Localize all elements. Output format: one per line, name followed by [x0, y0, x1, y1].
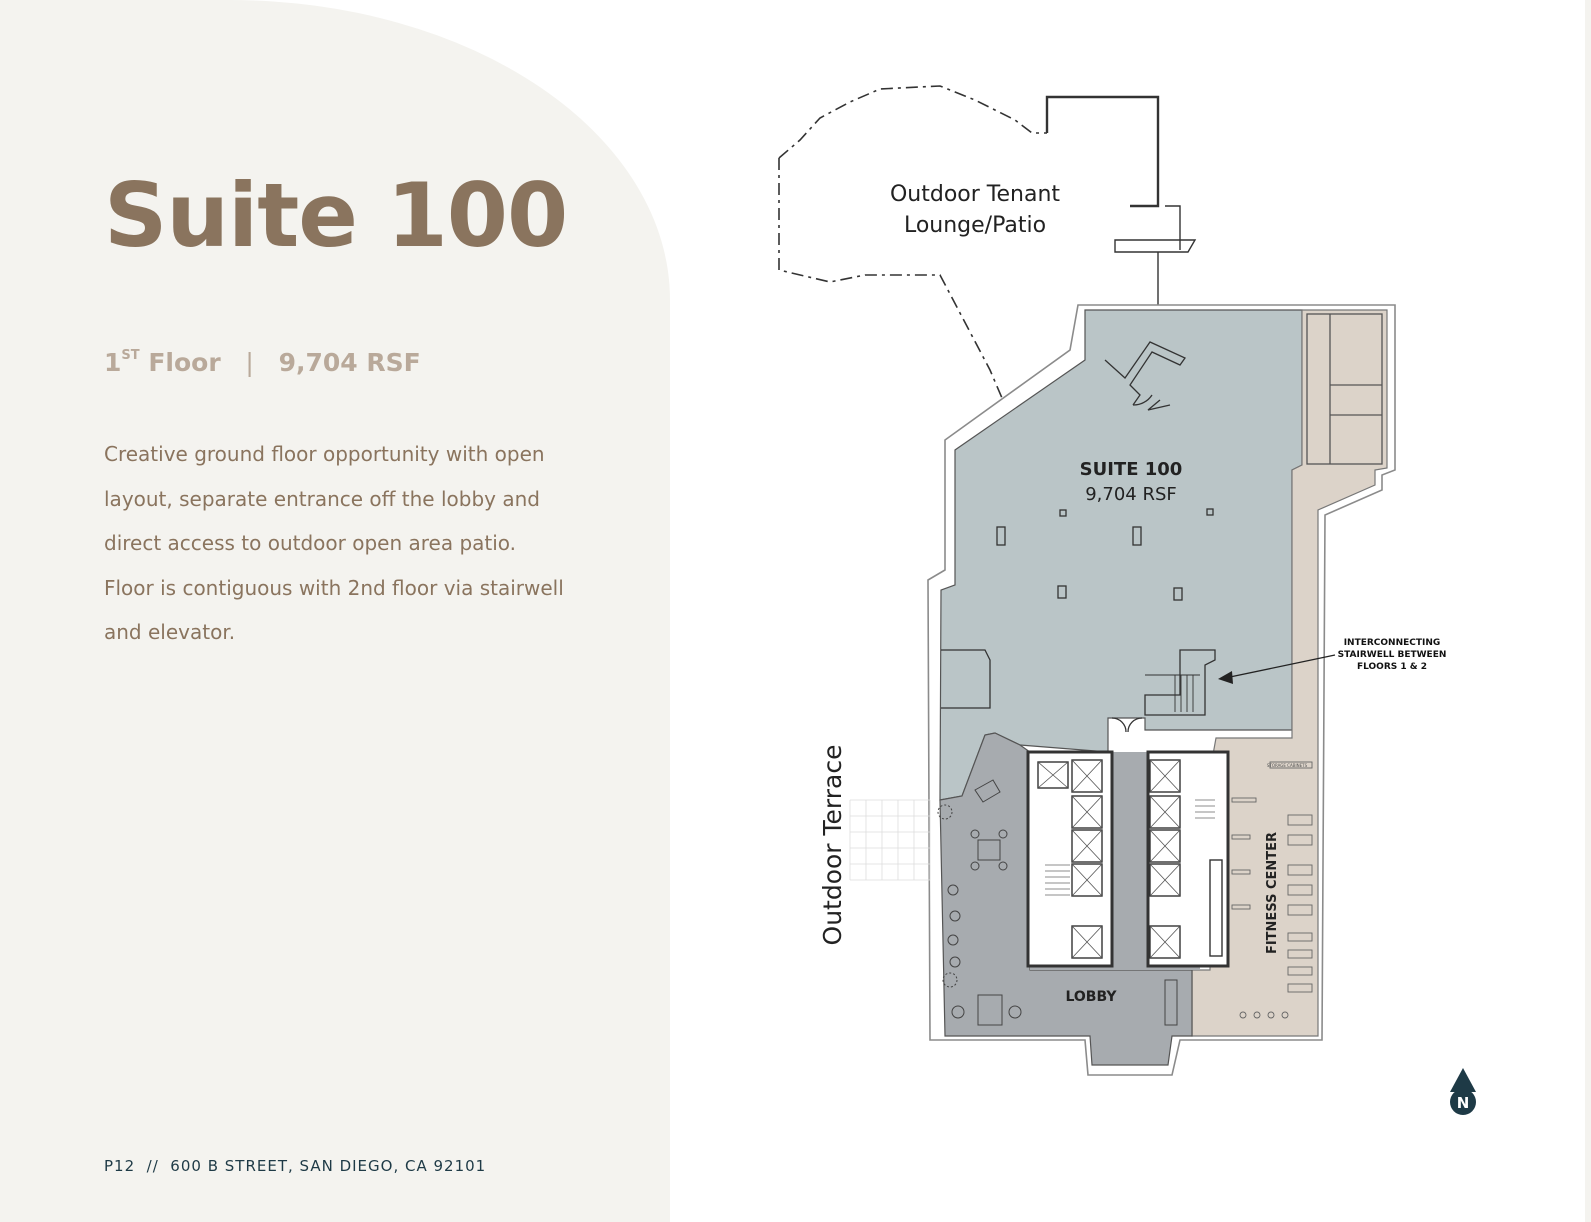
suite-area-label: 9,704 RSF	[1085, 484, 1177, 505]
north-compass-icon: N	[1450, 1068, 1476, 1115]
stair-note-line2: STAIRWELL BETWEEN	[1338, 650, 1447, 660]
patio-label-line2: Lounge/Patio	[904, 213, 1046, 238]
floor-info: 1ST Floor | 9,704 RSF	[104, 348, 421, 377]
patio-outline	[778, 85, 1197, 399]
floor-suffix: ST	[121, 348, 140, 363]
floor-separator: |	[245, 348, 254, 377]
patio-label-line1: Outdoor Tenant	[890, 182, 1060, 207]
storage-cabinets-label: STORAGE CABINETS	[1267, 763, 1308, 768]
suite-name-label: SUITE 100	[1080, 459, 1183, 480]
floor-number: 1	[104, 348, 122, 377]
fitness-equipment	[1231, 761, 1313, 1019]
left-panel	[0, 0, 670, 1222]
suite-description: Creative ground floor opportunity with o…	[104, 442, 564, 644]
floor-area: 9,704 RSF	[278, 348, 421, 377]
page-title: Suite 100	[104, 164, 568, 267]
stair-note-line3: FLOORS 1 & 2	[1357, 662, 1427, 672]
fitness-center-label: FITNESS CENTER	[1265, 832, 1280, 954]
terrace-label: Outdoor Terrace	[818, 745, 847, 946]
page-footer: P12 // 600 B STREET, SAN DIEGO, CA 92101	[104, 1157, 487, 1175]
terrace-grid	[849, 799, 931, 881]
right-edge-strip	[1585, 0, 1591, 1222]
lobby-furniture	[937, 779, 1178, 1026]
stair-callout-arrow	[1218, 654, 1336, 684]
lobby-label: LOBBY	[1065, 989, 1117, 1005]
compass-label: N	[1457, 1094, 1470, 1112]
plan-labels: Outdoor Tenant Lounge/Patio SUITE 100 9,…	[818, 182, 1446, 1005]
floor-word: Floor	[148, 348, 221, 377]
building-core	[1026, 750, 1230, 970]
stair-note-line1: INTERCONNECTING	[1344, 638, 1441, 648]
suite-details	[941, 313, 1383, 733]
